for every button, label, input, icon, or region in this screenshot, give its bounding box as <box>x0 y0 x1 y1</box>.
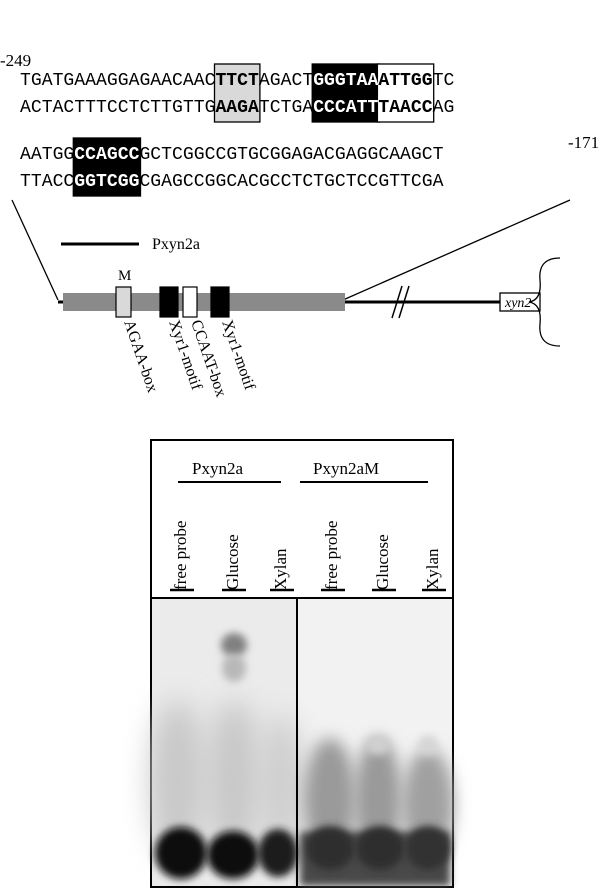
seq-segment: AATGG <box>20 145 74 165</box>
lane-label-xylan: Xylan <box>423 548 442 590</box>
gene-box <box>499 292 541 312</box>
seq-segment-xyr1-motif: GGGTAA <box>313 71 378 91</box>
group-label-pxyn2am: Pxyn2aM <box>313 459 379 478</box>
seq-segment-xyr1-motif: CCCATT <box>313 98 378 118</box>
gel-image <box>150 597 454 886</box>
lane-label-xylan: Xylan <box>271 548 290 590</box>
sequence-strand-top: TGATGAAAGGAGAACAACTTCTAGACTGGGTAAATTGGTC <box>20 71 454 91</box>
sequence-block-2: AATGGCCAGCCGCTCGGCCGTGCGGAGACGAGGCAAGCT … <box>20 137 444 197</box>
seq-segment: AGACT <box>259 71 313 91</box>
seq-segment-ccaat-box: ATTGG <box>378 71 432 91</box>
mutation-label: M <box>118 268 131 284</box>
agaa-box-marker <box>115 286 132 318</box>
shifted-complex-band <box>222 654 246 682</box>
seq-segment-xyr1-motif: CCAGCC <box>74 145 139 165</box>
position-end-label: -171 <box>568 133 599 152</box>
seq-segment: CGAGCCGGCACGCCTCTGCTCCGTTCGA <box>139 172 443 192</box>
zoom-line-right <box>342 199 571 301</box>
lane-label-glucose: Glucose <box>223 534 242 590</box>
lane-label-free-probe: free probe <box>322 521 341 590</box>
lane-labels: free probe Glucose Xylan free probe Gluc… <box>171 521 442 590</box>
fragment-label: Pxyn2a <box>152 236 200 253</box>
zoom-line-left <box>11 199 59 301</box>
seq-segment: GCTCGGCCGTGCGGAGACGAGGCAAGCT <box>139 145 443 165</box>
shifted-complex-band <box>221 633 247 657</box>
sequence-strand-top: AATGGCCAGCCGCTCGGCCGTGCGGAGACGAGGCAAGCT <box>20 145 444 165</box>
gene-label: xyn2 <box>504 296 531 311</box>
seq-segment: TC <box>433 71 455 91</box>
seq-segment: TTACC <box>20 172 74 192</box>
free-probe-band <box>356 826 404 870</box>
emsa-panel: Pxyn2a Pxyn2aM free probe Glucose Xylan … <box>150 439 454 888</box>
free-probe-band <box>306 826 354 870</box>
free-probe-band <box>258 829 298 877</box>
lane-smear <box>206 700 262 860</box>
agaa-box-label: AGAA-box <box>120 318 161 395</box>
position-start-label: -249 <box>0 51 31 70</box>
highlight-box-black <box>72 137 142 197</box>
lane-smear <box>150 700 206 860</box>
free-probe-band <box>406 826 450 870</box>
lane-label-glucose: Glucose <box>373 534 392 590</box>
seq-segment-agaa-box: TTCT <box>215 71 259 91</box>
seq-segment-xyr1-motif: GGTCGG <box>74 172 139 192</box>
highlight-boxes <box>72 137 142 197</box>
seq-segment: TCTGA <box>259 98 313 118</box>
break-mark <box>391 285 403 319</box>
element-labels: AGAA-box Xyr1-motif CCAAT-box Xyr1-motif <box>120 318 258 399</box>
lane-label-free-probe: free probe <box>171 521 190 590</box>
faint-band <box>366 735 390 755</box>
sequence-strand-bottom: TTACCGGTCGGCGAGCCGGCACGCCTCTGCTCCGTTCGA <box>20 172 444 192</box>
group-label-pxyn2a: Pxyn2a <box>192 459 243 478</box>
sequence-panel: -249 -171 TGATGAAAGGAGAACAACTTCTAGACTGGG… <box>0 51 599 197</box>
free-probe-band <box>155 827 207 879</box>
sequence-strand-bottom: ACTACTTTCCTCTTGTTGAAGATCTGACCCATTTAACCAG <box>20 98 454 118</box>
seq-segment-ccaat-box: TAACC <box>378 98 432 118</box>
lane-smear <box>259 715 303 855</box>
break-mark <box>398 285 410 319</box>
highlight-box-grey <box>213 63 261 123</box>
sequence-block-1: TGATGAAAGGAGAACAACTTCTAGACTGGGTAAATTGGTC… <box>20 63 454 123</box>
promoter-map: Pxyn2a M xyn2 AGAA-box Xyr1-motif CCAAT-… <box>11 199 571 399</box>
ccaat-box-marker <box>182 286 198 318</box>
free-probe-band <box>207 831 259 879</box>
highlight-box-black <box>311 63 381 123</box>
seq-segment: ACTACTTTCCTCTTGTTG <box>20 98 215 118</box>
xyr1-motif-marker <box>159 286 179 318</box>
highlight-boxes <box>213 63 435 123</box>
faint-band <box>418 735 438 755</box>
lane-group-labels: Pxyn2a Pxyn2aM <box>178 459 428 483</box>
seq-segment: TGATGAAAGGAGAACAAC <box>20 71 216 91</box>
seq-segment-agaa-box: AAGA <box>215 98 259 118</box>
promoter-region <box>63 293 345 311</box>
highlight-box-white <box>376 63 435 123</box>
gene-bracket <box>528 257 561 347</box>
xyr1-motif-marker <box>210 286 230 318</box>
seq-segment: AG <box>433 98 455 118</box>
